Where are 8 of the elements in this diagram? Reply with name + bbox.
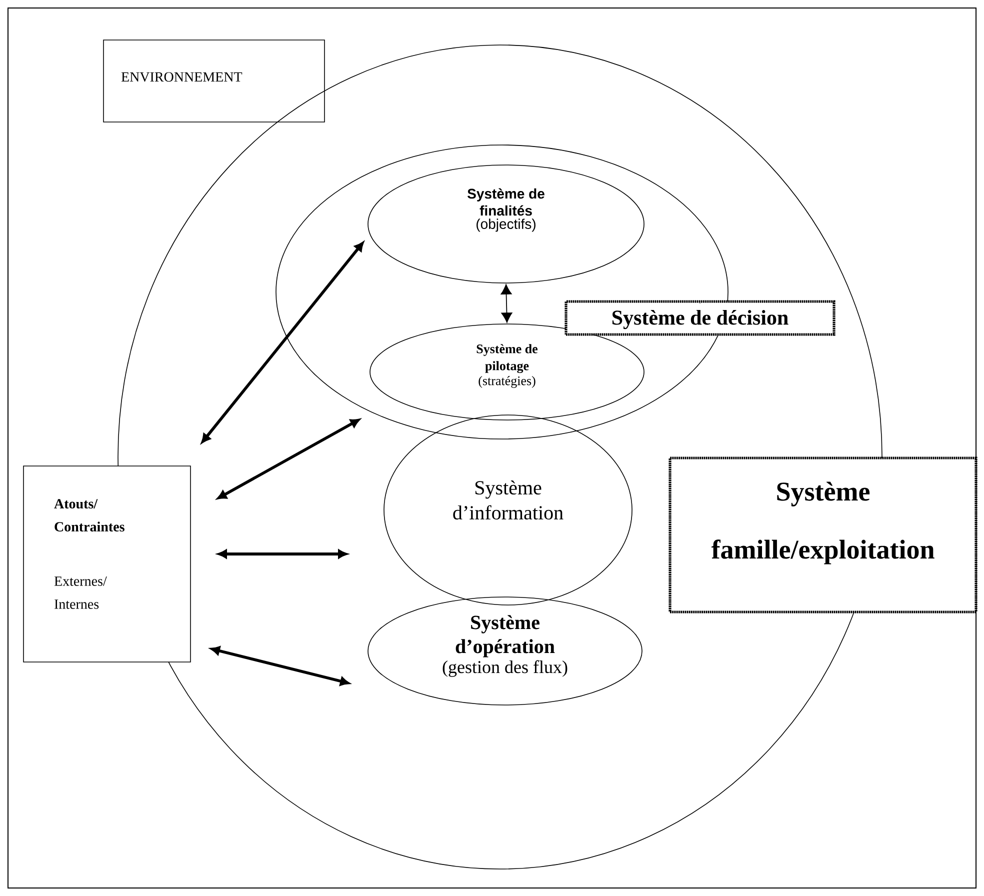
arrow: [201, 242, 364, 443]
system-label-box: Système famille/exploitation: [668, 456, 978, 614]
factors-box: Atouts/ Contraintes Externes/ Internes: [23, 466, 191, 662]
arrow: [217, 418, 360, 500]
arrow: [500, 284, 512, 323]
environment-box: ENVIRONNEMENT: [103, 40, 325, 122]
arrow: [218, 550, 348, 558]
arrow: [210, 646, 350, 686]
